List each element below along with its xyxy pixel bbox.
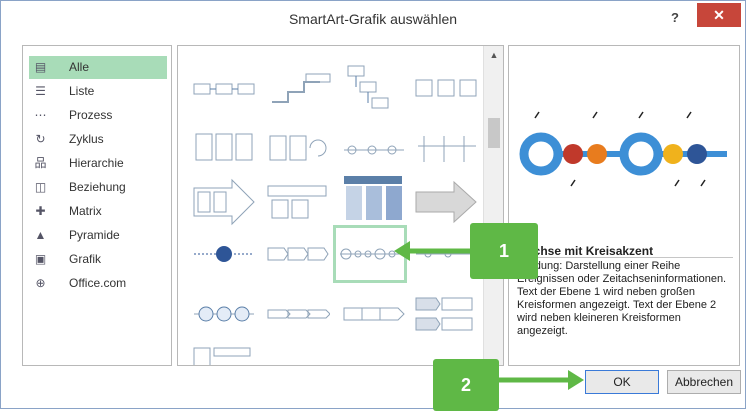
category-hierarchy[interactable]: 品 Hierarchie — [34, 156, 124, 170]
close-button[interactable]: ✕ — [697, 3, 741, 27]
layout-thumbnail[interactable] — [342, 126, 406, 174]
gallery-scrollbar[interactable]: ▲ — [483, 46, 503, 365]
all-icon: ▤ — [34, 60, 47, 74]
title-bar: SmartArt-Grafik auswählen ? ✕ — [1, 1, 745, 37]
matrix-icon: ✚ — [35, 204, 46, 218]
layout-thumbnail-selected[interactable] — [333, 225, 407, 283]
layout-thumbnail[interactable] — [342, 174, 406, 222]
relationship-icon: ◫ — [34, 180, 47, 194]
layout-thumbnail[interactable] — [266, 126, 330, 174]
layout-thumbnail[interactable] — [268, 66, 332, 114]
list-icon: ☰ — [35, 84, 46, 98]
category-relationship[interactable]: ◫ Beziehung — [34, 180, 126, 194]
callout-arrow-2 — [498, 370, 584, 390]
category-list: ▤ Alle ☰ Liste ⋯ Prozess ↻ Zyklus 品 Hier… — [22, 45, 172, 366]
layout-thumbnail[interactable] — [192, 66, 256, 114]
separator — [515, 257, 733, 258]
layout-thumbnail[interactable] — [266, 290, 331, 338]
preview-graphic — [509, 46, 739, 226]
layout-name: achse mit Kreisakzent — [527, 244, 654, 258]
layout-thumbnail[interactable] — [266, 230, 330, 278]
category-pyramid[interactable]: ▲ Pyramide — [34, 228, 120, 242]
process-icon: ⋯ — [34, 108, 47, 122]
layout-thumbnail[interactable] — [414, 66, 478, 114]
category-all[interactable]: ▤ Alle — [29, 56, 167, 79]
layout-thumbnail[interactable] — [192, 290, 256, 338]
category-cycle[interactable]: ↻ Zyklus — [29, 128, 167, 151]
cycle-icon: ↻ — [35, 132, 46, 146]
category-matrix[interactable]: ✚ Matrix — [29, 200, 167, 223]
layout-thumbnail[interactable] — [192, 178, 256, 226]
scroll-up-icon[interactable]: ▲ — [489, 50, 499, 60]
category-office-com[interactable]: ⊕ Office.com — [29, 272, 167, 295]
layout-thumbnail[interactable] — [266, 178, 330, 226]
hierarchy-icon: 品 — [34, 156, 47, 170]
globe-icon: ⊕ — [35, 276, 46, 290]
layout-thumbnail[interactable] — [192, 126, 256, 174]
dialog-title: SmartArt-Grafik auswählen — [288, 11, 458, 27]
category-picture[interactable]: ▣ Grafik — [34, 252, 102, 266]
layout-thumbnail[interactable] — [414, 178, 478, 226]
layout-thumbnail[interactable] — [342, 64, 406, 112]
category-process[interactable]: ⋯ Prozess — [34, 108, 113, 122]
layout-description: vendung: Darstellung einer Reihe Ereigni… — [517, 260, 727, 337]
category-list-item[interactable]: ☰ Liste — [29, 80, 167, 103]
layout-thumbnail[interactable] — [342, 290, 406, 338]
ok-button[interactable]: OK — [585, 370, 659, 394]
pyramid-icon: ▲ — [34, 228, 47, 242]
preview-pane: achse mit Kreisakzent vendung: Darstellu… — [508, 45, 740, 366]
layout-thumbnail[interactable] — [192, 344, 256, 365]
callout-arrow-1 — [394, 241, 480, 261]
layout-thumbnail[interactable] — [414, 290, 478, 338]
layout-gallery: ▲ — [177, 45, 504, 366]
help-button[interactable]: ? — [671, 10, 679, 25]
cancel-button[interactable]: Abbrechen — [667, 370, 741, 394]
layout-thumbnail[interactable] — [192, 230, 256, 278]
callout-badge-1: 1 — [470, 223, 538, 279]
callout-badge-2: 2 — [433, 359, 499, 411]
scroll-thumb[interactable] — [488, 118, 500, 148]
picture-icon: ▣ — [34, 252, 47, 266]
layout-thumbnail[interactable] — [414, 126, 478, 174]
